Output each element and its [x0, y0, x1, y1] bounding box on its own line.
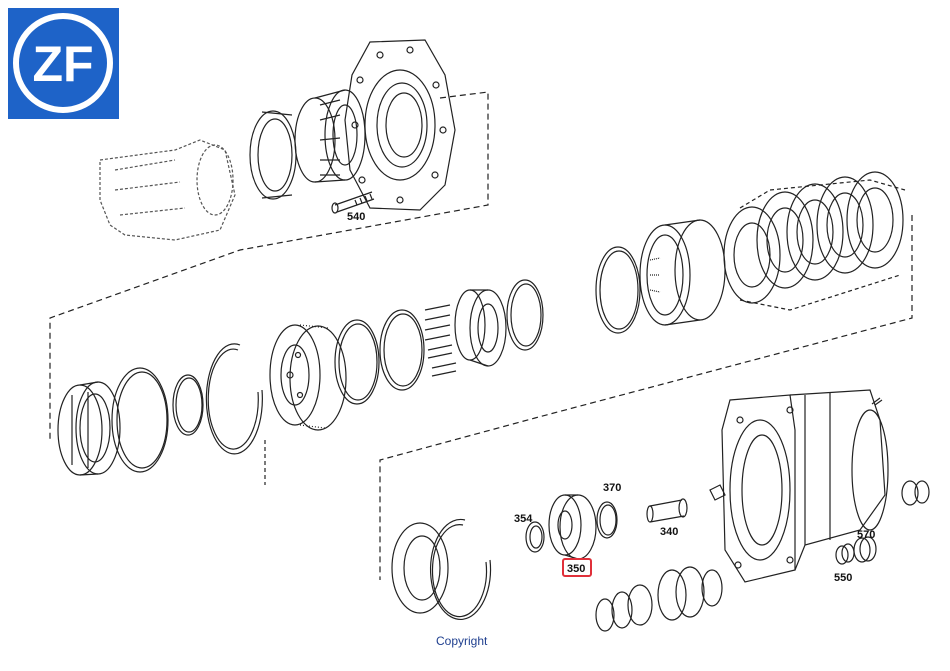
part-label-350[interactable]: 350 — [567, 563, 585, 575]
part-label-340[interactable]: 340 — [660, 526, 678, 538]
planet-gear-set — [454, 289, 507, 367]
part-labels: 540 354 370 340 350 570 550 — [347, 211, 875, 584]
snap-ring-mid — [506, 279, 544, 351]
thrust-washer-b — [379, 309, 425, 391]
washer-354 — [525, 521, 545, 553]
planet-carrier-gear — [269, 324, 347, 431]
zf-logo-text: ZF — [32, 36, 93, 92]
part-label-540[interactable]: 540 — [347, 211, 365, 223]
zf-logo-mark: ZF — [13, 13, 113, 113]
axle-housing — [709, 389, 889, 583]
tapered-roller-bearing — [294, 89, 366, 183]
cylindrical-roller-bearing — [57, 381, 121, 476]
part-label-550[interactable]: 550 — [834, 572, 852, 584]
brake-disc-pack — [723, 171, 906, 311]
housing-bolt — [871, 397, 883, 406]
zf-logo: ZF — [8, 8, 119, 119]
sun-gear-350 — [548, 494, 597, 560]
highlight-box-350[interactable] — [562, 558, 592, 577]
snap-ring-small — [172, 374, 204, 436]
circlip-split — [205, 343, 263, 455]
o-ring — [595, 246, 641, 334]
part-label-570[interactable]: 570 — [857, 529, 875, 541]
copyright-text: Copyright — [436, 634, 488, 648]
thrust-washer-a — [334, 319, 380, 405]
ring-gear — [639, 219, 726, 326]
large-circlip — [429, 518, 492, 621]
breather-plug — [901, 480, 930, 506]
retaining-ring-large — [111, 367, 169, 473]
wheel-hub-flange — [344, 39, 456, 211]
pinion-gear-stack — [595, 566, 723, 632]
part-label-354[interactable]: 354 — [514, 513, 533, 525]
leader-mid — [379, 215, 913, 580]
planet-pins — [424, 304, 457, 377]
nut-550 — [835, 543, 855, 565]
spline-shaft-340 — [646, 498, 688, 523]
wheel-stud — [331, 191, 375, 214]
axle-housing-stub — [99, 139, 236, 241]
part-label-370[interactable]: 370 — [603, 482, 621, 494]
snap-ring-370 — [596, 501, 618, 539]
leader-top — [49, 91, 489, 440]
bearing-cup-outer — [249, 110, 297, 200]
plug-570 — [853, 536, 877, 563]
large-shim — [391, 522, 449, 614]
